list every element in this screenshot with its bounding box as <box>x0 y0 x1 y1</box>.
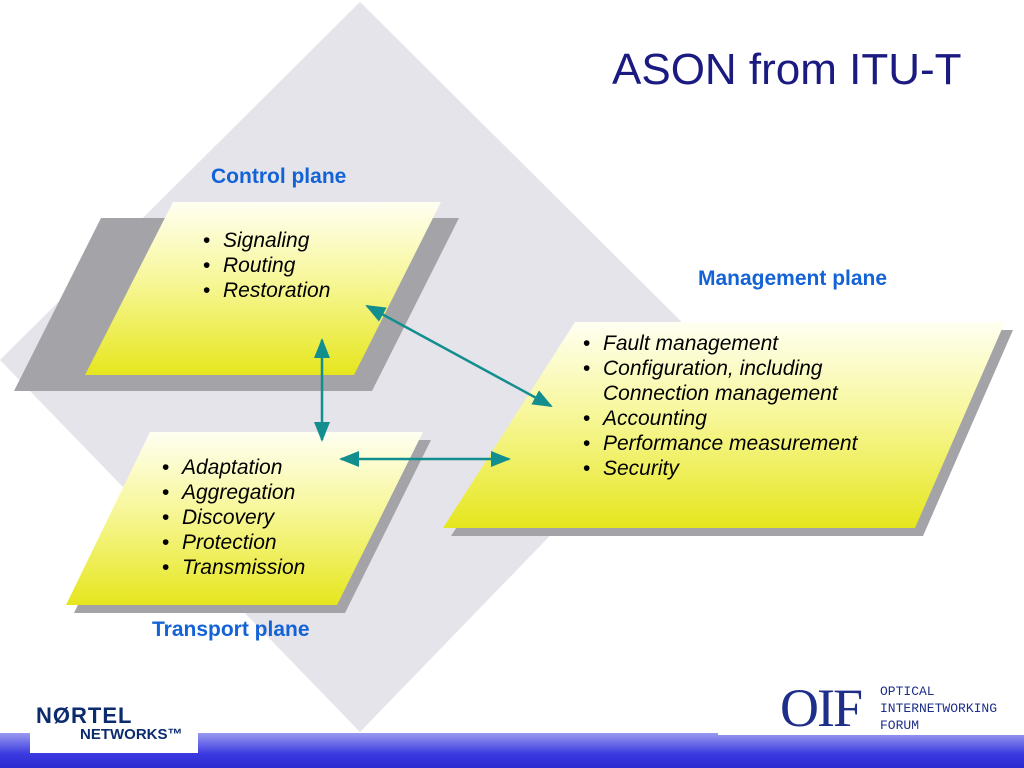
control-plane-label: Control plane <box>211 165 347 188</box>
list-item: Configuration, including Connection mana… <box>581 356 903 406</box>
list-item: Restoration <box>201 278 330 303</box>
oif-logo <box>718 680 1024 735</box>
oif-logo-line-3: FORUM <box>880 718 920 733</box>
management-plane-label: Management plane <box>698 267 888 290</box>
control-plane-list: Signaling Routing Restoration <box>201 228 330 303</box>
oif-logo-line-1: OPTICAL <box>880 684 935 699</box>
nortel-logo <box>30 698 198 753</box>
arrow-control-management <box>365 304 553 408</box>
list-item: Accounting <box>581 406 941 431</box>
list-item: Routing <box>201 253 330 278</box>
list-item: Adaptation <box>160 455 305 480</box>
list-item: Transmission <box>160 555 305 580</box>
oif-logo-wordmark: OIF <box>780 678 863 738</box>
nortel-logo-wordmark: NØRTEL <box>36 703 133 728</box>
management-plane-list: Fault management Configuration, includin… <box>581 331 941 481</box>
list-item: Discovery <box>160 505 305 530</box>
transport-plane-list: Adaptation Aggregation Discovery Protect… <box>160 455 305 580</box>
nortel-logo-subtext: NETWORKS™ <box>80 726 183 743</box>
list-item: Security <box>581 456 941 481</box>
list-item: Signaling <box>201 228 330 253</box>
transport-plane-label: Transport plane <box>152 618 310 641</box>
list-item: Performance measurement <box>581 431 941 456</box>
list-item: Protection <box>160 530 305 555</box>
control-plane-panel <box>14 202 459 391</box>
page-title: ASON from ITU-T <box>612 45 962 94</box>
oif-logo-line-2: INTERNETWORKING <box>880 701 998 716</box>
list-item: Aggregation <box>160 480 305 505</box>
list-item: Fault management <box>581 331 941 356</box>
